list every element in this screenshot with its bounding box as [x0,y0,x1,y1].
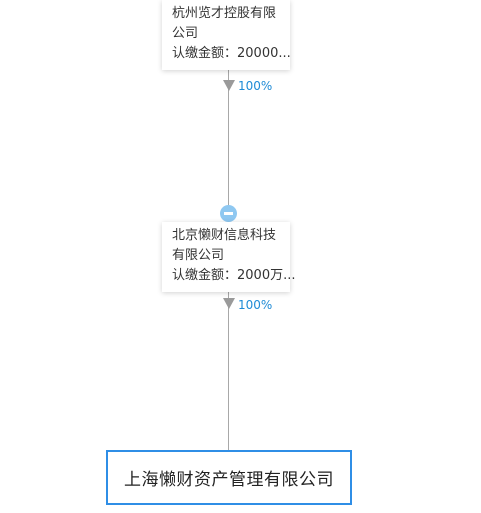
collapse-minus-icon[interactable] [220,205,237,222]
subscribed-capital: 认缴金额：2000万... [172,268,296,283]
target-company-node[interactable]: 上海懒财资产管理有限公司 [106,450,352,505]
subscribed-capital: 认缴金额：20000... [172,46,291,61]
arrow-down-icon [223,298,235,309]
target-company-name: 上海懒财资产管理有限公司 [124,470,334,490]
connector-line-bottom [228,290,229,452]
shareholder-node-1[interactable]: 杭州览才控股有限公司 认缴金额：20000... [162,0,291,70]
shareholder-name: 北京懒财信息科技有限公司 [172,228,277,263]
arrow-down-icon [223,80,235,91]
shareholder-name: 杭州览才控股有限公司 [172,6,277,41]
share-percentage: 100% [238,79,273,93]
shareholder-node-2[interactable]: 北京懒财信息科技有限公司 认缴金额：2000万... [162,222,296,292]
connector-line-top [228,70,229,220]
share-percentage: 100% [238,298,273,312]
